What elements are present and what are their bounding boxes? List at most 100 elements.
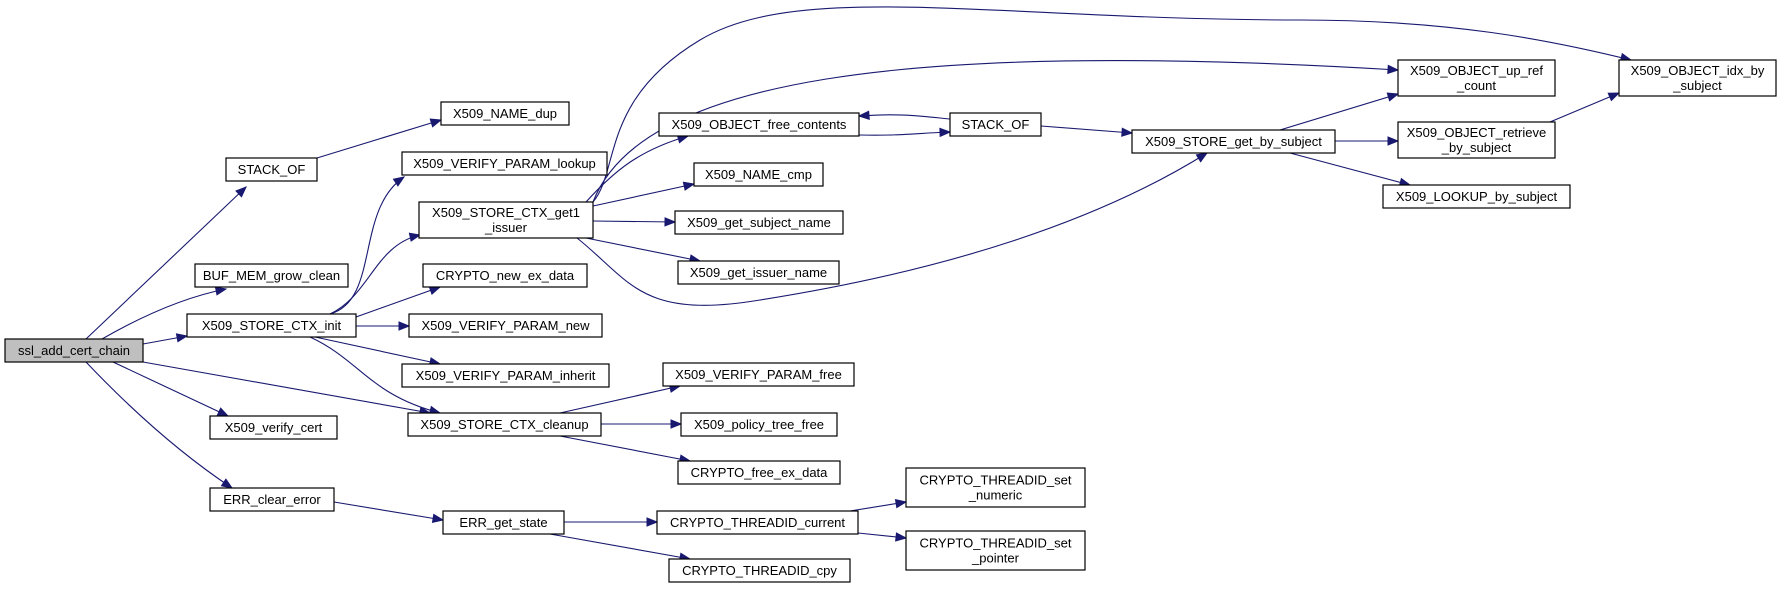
edge-line xyxy=(559,435,691,462)
node-x509-name-dup[interactable]: X509_NAME_dup xyxy=(440,101,570,126)
node-buf-mem-grow-clean[interactable]: BUF_MEM_grow_clean xyxy=(194,263,349,288)
node-stack-of-2[interactable]: STACK_OF xyxy=(949,112,1042,137)
node-x509-name-cmp[interactable]: X509_NAME_cmp xyxy=(693,162,824,187)
node-crypto-threadid-set-pointer[interactable]: CRYPTO_THREADID_set_pointer xyxy=(905,530,1086,571)
node-err-get-state[interactable]: ERR_get_state xyxy=(442,510,565,535)
node-box[interactable] xyxy=(1397,121,1556,159)
arrowhead-icon xyxy=(857,110,870,120)
arrowhead-icon xyxy=(1195,152,1209,163)
edge-line xyxy=(592,220,676,223)
node-box[interactable] xyxy=(418,201,594,239)
edge-line xyxy=(85,361,233,489)
node-label: X509_STORE_CTX_get1 xyxy=(432,205,580,220)
node-x509-verify-param-new[interactable]: X509_VERIFY_PARAM_new xyxy=(408,313,603,338)
node-box[interactable] xyxy=(1382,184,1571,209)
node-x509-object-idx-by-subject[interactable]: X509_OBJECT_idx_by_subject xyxy=(1618,59,1777,97)
edge-ERR_clear_error-to-ERR_get_state xyxy=(333,501,445,523)
edge-ssl_add_cert_chain-to-X509_STORE_CTX_init xyxy=(142,333,189,345)
node-x509-verify-cert[interactable]: X509_verify_cert xyxy=(209,415,338,440)
node-box[interactable] xyxy=(662,362,855,387)
node-box[interactable] xyxy=(677,260,840,285)
node-x509-object-up-ref-count[interactable]: X509_OBJECT_up_ref_count xyxy=(1397,59,1556,97)
edge-line xyxy=(101,288,227,340)
node-label: X509_policy_tree_free xyxy=(694,417,824,432)
node-box[interactable] xyxy=(658,112,860,137)
edge-line xyxy=(112,361,229,417)
edge-line xyxy=(1279,93,1399,131)
node-crypto-threadid-current[interactable]: CRYPTO_THREADID_current xyxy=(656,510,859,535)
node-box[interactable] xyxy=(674,210,844,235)
edge-line xyxy=(329,234,421,315)
node-x509-object-retrieve-by-subject[interactable]: X509_OBJECT_retrieve_by_subject xyxy=(1397,121,1556,159)
node-box[interactable] xyxy=(905,467,1086,508)
node-crypto-free-ex-data[interactable]: CRYPTO_free_ex_data xyxy=(677,460,841,485)
node-label: STACK_OF xyxy=(238,162,306,177)
edge-X509_STORE_CTX_init-to-X509_VERIFY_PARAM_new xyxy=(356,321,411,331)
node-x509-store-ctx-init[interactable]: X509_STORE_CTX_init xyxy=(186,313,357,338)
node-box[interactable] xyxy=(186,313,357,338)
node-box[interactable] xyxy=(1618,59,1777,97)
node-x509-get-issuer-name[interactable]: X509_get_issuer_name xyxy=(677,260,840,285)
node-box[interactable] xyxy=(656,510,859,535)
node-box[interactable] xyxy=(668,558,851,583)
node-label: X509_VERIFY_PARAM_free xyxy=(675,367,842,382)
node-box[interactable] xyxy=(209,415,338,440)
node-box[interactable] xyxy=(440,101,570,126)
arrowhead-icon xyxy=(1386,92,1400,102)
arrowhead-icon xyxy=(895,532,908,542)
node-box[interactable] xyxy=(949,112,1042,137)
node-box[interactable] xyxy=(905,530,1086,571)
node-label: X509_OBJECT_idx_by xyxy=(1631,63,1765,78)
node-box[interactable] xyxy=(680,412,838,437)
node-label: X509_LOOKUP_by_subject xyxy=(1396,189,1558,204)
node-label: X509_VERIFY_PARAM_inherit xyxy=(416,368,596,383)
edge-line xyxy=(592,6,1632,203)
node-x509-store-ctx-cleanup[interactable]: X509_STORE_CTX_cleanup xyxy=(407,412,602,437)
node-box[interactable] xyxy=(225,157,318,182)
node-x509-get-subject-name[interactable]: X509_get_subject_name xyxy=(674,210,844,235)
node-x509-lookup-by-subject[interactable]: X509_LOOKUP_by_subject xyxy=(1382,184,1571,209)
node-box[interactable] xyxy=(209,487,335,512)
node-x509-verify-param-lookup[interactable]: X509_VERIFY_PARAM_lookup xyxy=(401,151,608,176)
node-err-clear-error[interactable]: ERR_clear_error xyxy=(209,487,335,512)
edge-ERR_get_state-to-CRYPTO_THREADID_current xyxy=(564,517,659,527)
node-x509-store-ctx-get1-issuer[interactable]: X509_STORE_CTX_get1_issuer xyxy=(418,201,594,239)
node-box[interactable] xyxy=(408,313,603,338)
node-x509-verify-param-free[interactable]: X509_VERIFY_PARAM_free xyxy=(662,362,855,387)
nodes-layer: ssl_add_cert_chain STACK_OF X509_NAME_dupB… xyxy=(4,59,1777,583)
node-box[interactable] xyxy=(442,510,565,535)
arrowhead-icon xyxy=(1607,92,1621,102)
node-box[interactable] xyxy=(407,412,602,437)
arrowhead-icon xyxy=(429,118,443,128)
edge-line xyxy=(585,237,701,262)
node-x509-store-get-by-subject[interactable]: X509_STORE_get_by_subject xyxy=(1131,129,1336,154)
arrowhead-icon xyxy=(894,498,908,509)
node-box[interactable] xyxy=(693,162,824,187)
edge-line xyxy=(592,59,1399,203)
node-label: CRYPTO_THREADID_set xyxy=(920,536,1072,551)
node-label: ssl_add_cert_chain xyxy=(18,343,130,358)
node-box[interactable] xyxy=(401,151,608,176)
edge-ssl_add_cert_chain-to-X509_verify_cert xyxy=(112,361,230,417)
node-stack-of-1[interactable]: STACK_OF xyxy=(225,157,318,182)
node-x509-policy-tree-free[interactable]: X509_policy_tree_free xyxy=(680,412,838,437)
node-crypto-new-ex-data[interactable]: CRYPTO_new_ex_data xyxy=(422,263,588,288)
node-box[interactable] xyxy=(422,263,588,288)
node-box[interactable] xyxy=(401,363,610,388)
node-ssl-add-cert-chain[interactable]: ssl_add_cert_chain xyxy=(4,338,144,363)
node-box[interactable] xyxy=(1397,59,1556,97)
arrowhead-icon xyxy=(408,232,422,242)
node-crypto-threadid-set-numeric[interactable]: CRYPTO_THREADID_set_numeric xyxy=(905,467,1086,508)
edge-X509_STORE_CTX_get1_issuer-to-X509_STORE_get_by_subject xyxy=(576,152,1209,306)
arrowhead-icon xyxy=(235,186,247,198)
node-box[interactable] xyxy=(4,338,144,363)
node-x509-object-free-contents[interactable]: X509_OBJECT_free_contents xyxy=(658,112,860,137)
node-crypto-threadid-cpy[interactable]: CRYPTO_THREADID_cpy xyxy=(668,558,851,583)
node-box[interactable] xyxy=(194,263,349,288)
edge-STACK_OF_2-to-X509_OBJECT_free_contents xyxy=(857,110,951,120)
node-box[interactable] xyxy=(1131,129,1336,154)
edge-ERR_get_state-to-CRYPTO_THREADID_cpy xyxy=(549,533,692,562)
node-box[interactable] xyxy=(677,460,841,485)
node-x509-verify-param-inherit[interactable]: X509_VERIFY_PARAM_inherit xyxy=(401,363,610,388)
node-label: _numeric xyxy=(968,488,1023,503)
